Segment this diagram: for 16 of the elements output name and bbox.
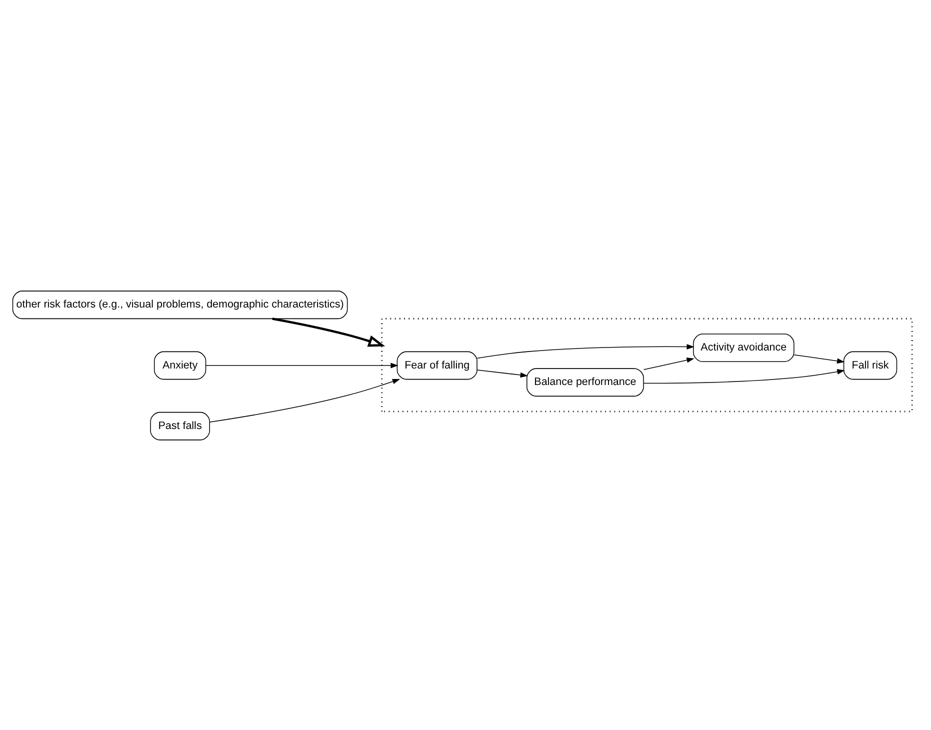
- arrow: [205, 362, 398, 368]
- node-box: Balance performance: [526, 368, 644, 396]
- node-box: other risk factors (e.g., visual problems, demographic characteristics): [12, 290, 348, 319]
- node-box: Anxiety: [154, 350, 206, 380]
- node-box: Past falls: [150, 411, 210, 440]
- cluster: [381, 317, 913, 412]
- node-box: Fall risk: [843, 350, 898, 380]
- arrow: [643, 368, 845, 384]
- arrow: [272, 317, 386, 346]
- arrow: [794, 354, 845, 364]
- arrow: [476, 344, 694, 358]
- arrow: [643, 357, 694, 370]
- arrow: [476, 369, 528, 378]
- node-box: Activity avoidance: [693, 333, 794, 362]
- node-box: Fear of falling: [396, 350, 478, 380]
- arrow: [209, 378, 400, 422]
